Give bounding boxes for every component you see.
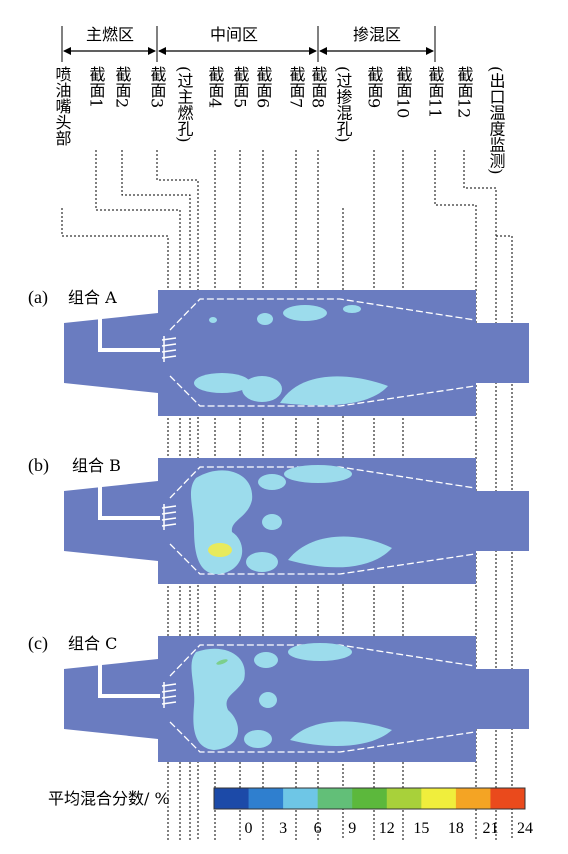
liner-outline [169,466,476,575]
colorbar-tick-label: 21 [482,820,498,837]
label-section-6: 截面6 [254,66,273,108]
label-section-7: 截面7 [287,66,306,108]
label-section-9: 截面9 [365,66,384,108]
colorbar-swatch [386,788,422,809]
colorbar-swatch [421,788,457,809]
zone-label-bg [207,24,261,44]
colorbar-tick-label: 15 [413,820,429,837]
high-mixing-spot [208,543,232,557]
colorbar-tick-label: 24 [517,820,533,837]
combustor-body [64,636,529,762]
panel-b: (b) 组合 B [28,455,529,584]
colorbar-tick-label: 6 [314,820,322,837]
fuel-nozzle [98,307,160,352]
zone-label-primary: 主燃区 [86,25,134,44]
colorbar-swatch [352,788,388,809]
colorbar-swatch [214,788,250,809]
mid-mixing-spot [216,659,228,665]
colorbar-swatch [317,788,353,809]
label-section-10: 截面10 [394,66,413,118]
colorbar-swatch [248,788,284,809]
panel-title: 组合 B [72,456,121,475]
label-section-12: 截面12 [455,66,474,118]
colorbar-swatch [490,788,526,809]
swirler [161,504,177,530]
mixing-contours [190,465,392,575]
colorbar-tick-label: 3 [279,820,287,837]
label-dilution-holes: (过掺混孔) [334,66,353,142]
label-section-5: 截面5 [231,66,250,108]
label-section-1: 截面1 [87,66,106,108]
fuel-nozzle [98,653,160,698]
panel-tag: (a) [28,287,48,308]
label-section-2: 截面2 [113,66,132,108]
zone-label-dilution: 掺混区 [353,25,401,44]
colorbar-ticks: 0 3 6 9 12 15 18 21 24 [245,820,533,837]
label-nozzle-head: 喷油嘴头部 [53,66,72,146]
colorbar-label: 平均混合分数/ % [48,789,170,808]
leader-s1 [95,150,181,840]
panel-c: (c) 组合 C [28,633,529,762]
panel-title: 组合 A [68,288,117,307]
combustor-body [64,290,529,416]
combustor-body [64,458,529,584]
zone-label-bg [84,24,138,44]
colorbar-frame [213,787,526,810]
mixing-contours [194,305,388,406]
colorbar: 平均混合分数/ % 0 3 6 9 12 15 18 21 24 [48,787,533,837]
mixing-contours [191,643,392,750]
label-section-11: 截面11 [426,66,445,118]
colorbar-tick-label: 9 [348,820,356,837]
panel-a: (a) 组合 A [28,287,529,416]
label-section-8: 截面8 [309,66,328,108]
colorbar-tick-label: 18 [448,820,464,837]
section-labels: 喷油嘴头部 截面1 截面2 截面3 (过主燃孔) 截面4 截面5 截面6 截面7… [53,66,506,174]
colorbar-tick-label: 12 [379,820,395,837]
colorbar-swatch [455,788,491,809]
swirler [161,336,177,362]
liner-outline [169,644,476,753]
panel-title: 组合 C [68,634,117,653]
panel-tag: (b) [28,455,49,476]
panel-tag: (c) [28,633,48,654]
zone-header: 主燃区 中间区 掺混区 [61,24,436,62]
leader-exit [496,235,513,840]
liner-outline [169,298,476,407]
label-section-4: 截面4 [206,66,225,108]
zone-label-bg [350,24,404,44]
colorbar-swatch [283,788,319,809]
fuel-nozzle [98,475,160,520]
colorbar-tick-label: 0 [245,820,253,837]
label-section-3: 截面3 [148,66,167,108]
swirler [161,682,177,708]
label-primary-holes: (过主燃孔) [175,66,194,142]
zone-label-intermediate: 中间区 [210,25,258,44]
colorbar-swatches [214,788,526,809]
label-exit-monitor: (出口温度监测) [487,66,506,174]
